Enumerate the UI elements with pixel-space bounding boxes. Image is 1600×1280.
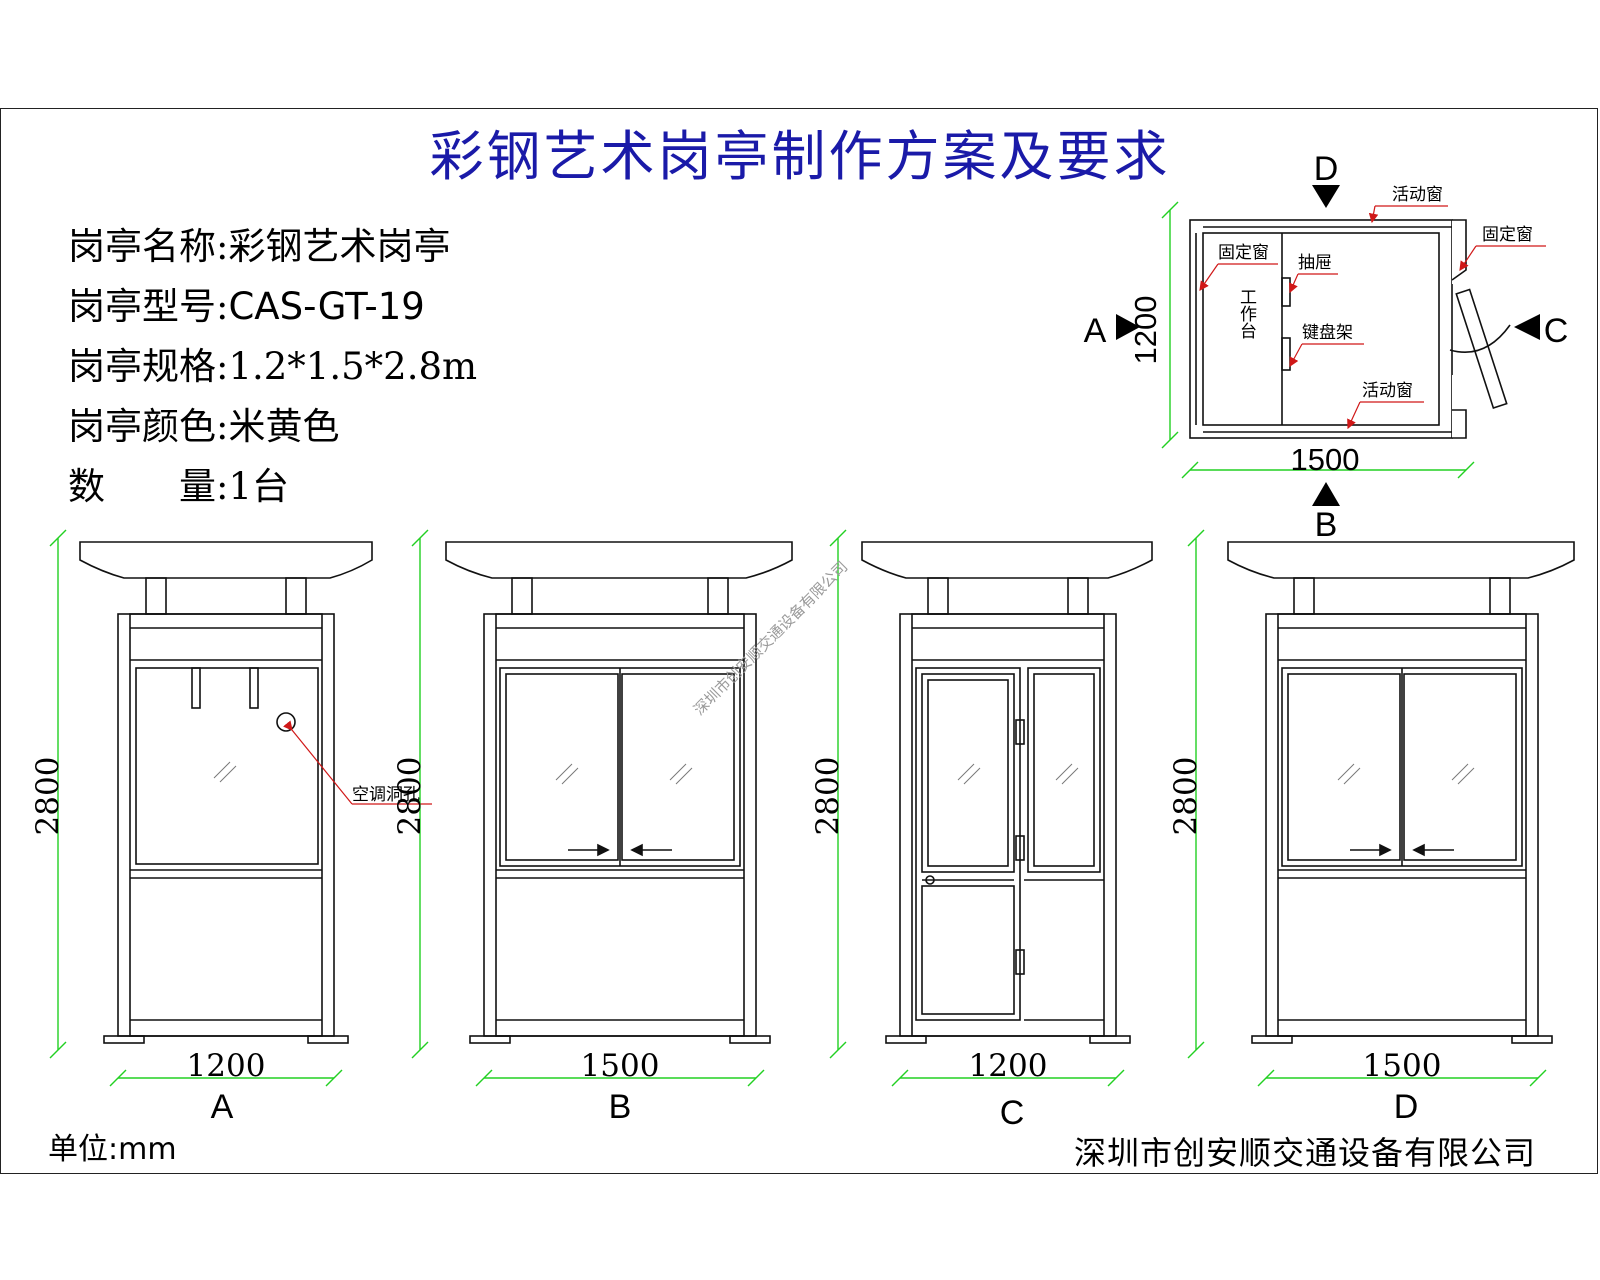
door-swing-arrow bbox=[1449, 324, 1511, 354]
spec-value: CAS-GT-19 bbox=[228, 285, 425, 328]
side-window bbox=[1027, 667, 1101, 873]
company-name: 深圳市创安顺交通设备有限公司 bbox=[1073, 1134, 1536, 1172]
note-drawer: 抽屉 bbox=[1298, 253, 1332, 273]
roof bbox=[445, 541, 793, 579]
plan-letter-b: B bbox=[1315, 506, 1338, 544]
arrow-c bbox=[1514, 314, 1540, 340]
roof-post bbox=[707, 577, 729, 615]
plan-inner-outline bbox=[1202, 232, 1440, 426]
width-label-c: 1200 bbox=[969, 1048, 1048, 1084]
hinge bbox=[1015, 719, 1025, 745]
roof-post bbox=[285, 577, 307, 615]
booth-body bbox=[117, 613, 335, 1037]
spec-color: 岗亭颜色:米黄色 bbox=[68, 396, 339, 450]
foot bbox=[469, 1035, 511, 1044]
roof-post bbox=[1067, 577, 1089, 615]
note-movable-window-top: 活动窗 bbox=[1392, 185, 1443, 205]
view-letter-d: D bbox=[1394, 1088, 1419, 1126]
roof bbox=[1227, 541, 1575, 579]
foot bbox=[307, 1035, 349, 1044]
window bbox=[135, 667, 319, 865]
arrow-a bbox=[1116, 314, 1140, 340]
elevation-dimensions bbox=[49, 529, 1547, 1087]
plan-direction-markers bbox=[1116, 185, 1540, 506]
plan-width-label: 1500 bbox=[1291, 442, 1360, 477]
plan-dimensions bbox=[1161, 201, 1475, 479]
spec-label: 岗亭型号: bbox=[68, 285, 229, 328]
note-workbench: 工作台 bbox=[1236, 288, 1257, 339]
view-letter-a: A bbox=[211, 1088, 234, 1126]
arrow-b bbox=[1312, 482, 1340, 506]
plan-outline bbox=[1189, 219, 1453, 439]
width-label-b: 1500 bbox=[581, 1048, 660, 1084]
elevation-b bbox=[445, 541, 793, 1044]
spec-value: 1台 bbox=[228, 465, 290, 508]
foot bbox=[1251, 1035, 1293, 1044]
drawing-frame bbox=[0, 108, 1598, 1174]
drawer-mark bbox=[1281, 277, 1291, 307]
hinge bbox=[1015, 835, 1025, 861]
foot bbox=[103, 1035, 145, 1044]
hinge bbox=[1015, 949, 1025, 975]
hanger bbox=[191, 667, 201, 709]
width-label-d: 1500 bbox=[1363, 1048, 1442, 1084]
sliding-sash bbox=[1287, 673, 1401, 861]
sliding-sash bbox=[505, 673, 619, 861]
spec-label: 岗亭规格: bbox=[68, 345, 229, 388]
sliding-sash bbox=[621, 673, 735, 861]
sliding-sash bbox=[1403, 673, 1517, 861]
spec-label: 数 量: bbox=[68, 465, 229, 508]
roof-post bbox=[927, 577, 949, 615]
height-label-b: 2800 bbox=[392, 757, 428, 836]
spec-value: 米黄色 bbox=[228, 405, 340, 448]
plan-letter-c: C bbox=[1544, 312, 1569, 350]
spec-label: 岗亭名称: bbox=[68, 225, 229, 268]
foot bbox=[1511, 1035, 1553, 1044]
height-label-c: 2800 bbox=[810, 757, 846, 836]
spec-size: 岗亭规格:1.2*1.5*2.8m bbox=[68, 336, 477, 390]
plan-letter-a: A bbox=[1084, 312, 1107, 350]
spec-value: 1.2*1.5*2.8m bbox=[228, 345, 478, 388]
note-movable-window-bottom: 活动窗 bbox=[1362, 381, 1413, 401]
roof-post bbox=[1293, 577, 1315, 615]
roof bbox=[861, 541, 1153, 579]
view-letter-c: C bbox=[1000, 1094, 1025, 1132]
arrow-d bbox=[1312, 185, 1340, 208]
drawing-title: 彩钢艺术岗亭制作方案及要求 bbox=[429, 125, 1171, 188]
height-label-d: 2800 bbox=[1168, 757, 1204, 836]
unit-label: 单位:mm bbox=[48, 1132, 177, 1167]
elevation-d bbox=[1227, 541, 1575, 1044]
foot bbox=[885, 1035, 927, 1044]
spec-name: 岗亭名称:彩钢艺术岗亭 bbox=[68, 216, 450, 270]
spec-model: 岗亭型号:CAS-GT-19 bbox=[68, 276, 425, 330]
elevation-c bbox=[861, 541, 1153, 1044]
note-fixed-window-right: 固定窗 bbox=[1482, 225, 1533, 245]
plan-letter-d: D bbox=[1314, 150, 1339, 188]
spec-quantity: 数 量:1台 bbox=[68, 456, 289, 510]
hanger bbox=[249, 667, 259, 709]
watermark: 深圳市创安顺交通设备有限公司 bbox=[690, 558, 851, 719]
roof-post bbox=[1489, 577, 1511, 615]
roof-post bbox=[511, 577, 533, 615]
roof-post bbox=[145, 577, 167, 615]
roof bbox=[79, 541, 373, 579]
spec-label: 岗亭颜色: bbox=[68, 405, 229, 448]
note-fixed-window-left: 固定窗 bbox=[1218, 243, 1269, 263]
door bbox=[915, 667, 1021, 1021]
width-label-a: 1200 bbox=[187, 1048, 266, 1084]
foot bbox=[729, 1035, 771, 1044]
note-keyboard-tray: 键盘架 bbox=[1302, 323, 1353, 343]
height-label-a: 2800 bbox=[30, 757, 66, 836]
ac-hole-leader bbox=[282, 720, 432, 805]
spec-value: 彩钢艺术岗亭 bbox=[228, 225, 451, 268]
plan-leaders bbox=[1199, 205, 1546, 430]
elevation-a bbox=[79, 541, 373, 1044]
note-ac-hole: 空调洞孔 bbox=[352, 785, 420, 805]
foot bbox=[1089, 1035, 1131, 1044]
ac-hole bbox=[276, 712, 296, 732]
keyboard-tray-mark bbox=[1281, 337, 1291, 371]
door-lock bbox=[925, 875, 935, 885]
view-letter-b: B bbox=[609, 1088, 632, 1126]
